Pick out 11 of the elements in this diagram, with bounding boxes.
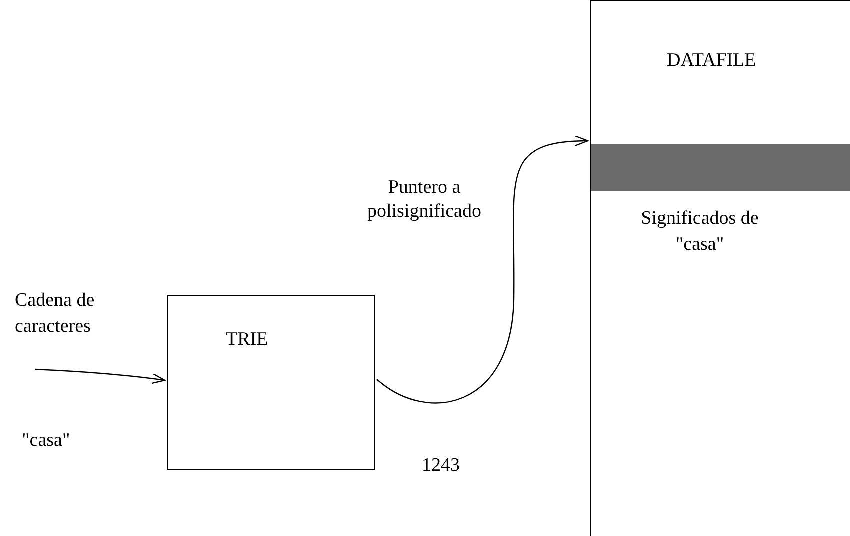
record-bar — [591, 144, 850, 191]
trie-box — [167, 295, 375, 470]
text-label: 1243 — [422, 454, 461, 478]
text-label: "casa" — [22, 429, 72, 453]
node-title: TRIE — [226, 328, 268, 352]
node-title: DATAFILE — [667, 49, 756, 73]
arrow — [376, 136, 589, 404]
arrow — [34, 368, 166, 384]
text-label: Cadena de caracteres — [15, 289, 96, 339]
text-label: Significados de "casa" — [640, 207, 760, 257]
datafile-box — [590, 0, 850, 536]
